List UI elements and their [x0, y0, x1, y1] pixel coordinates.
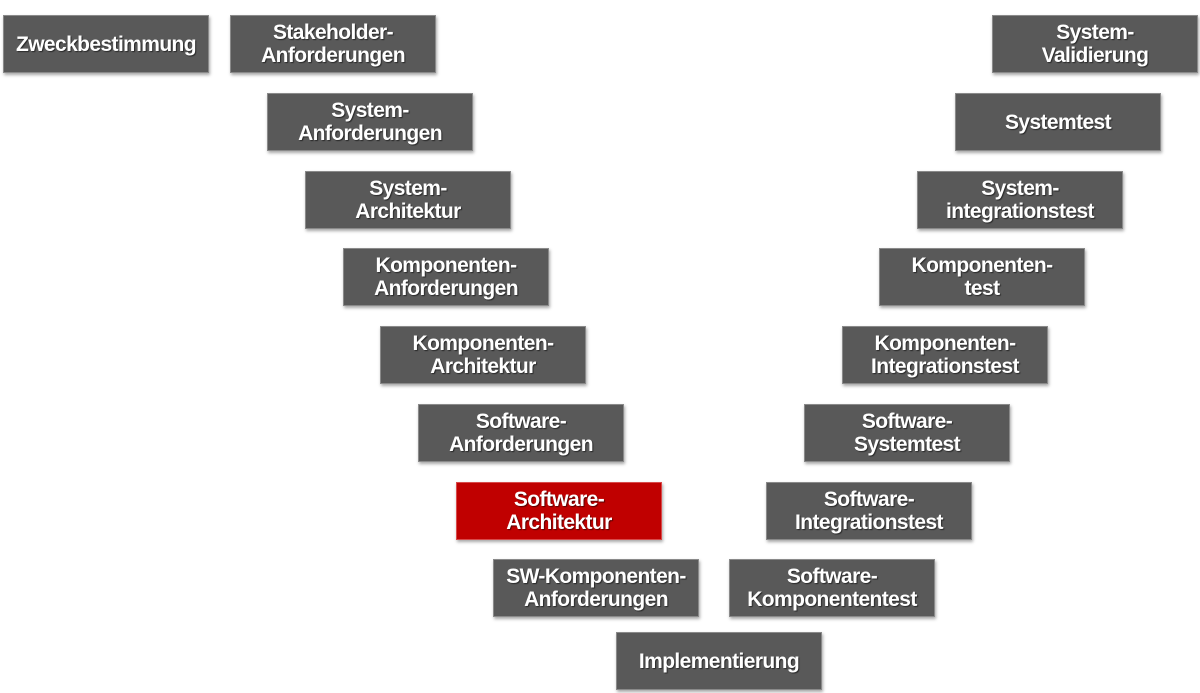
box-komponenten-anforderungen[interactable]: Komponenten- Anforderungen — [343, 248, 549, 306]
box-system-anforderungen[interactable]: System- Anforderungen — [267, 93, 473, 151]
box-software-anforderungen[interactable]: Software- Anforderungen — [418, 404, 624, 462]
box-label: Komponenten- Integrationstest — [871, 332, 1020, 378]
box-komponenten-integrationstest[interactable]: Komponenten- Integrationstest — [842, 326, 1048, 384]
box-komponenten-architektur[interactable]: Komponenten- Architektur — [380, 326, 586, 384]
box-label: Implementierung — [638, 649, 800, 673]
box-sw-komponenten-anforderungen[interactable]: SW-Komponenten- Anforderungen — [493, 559, 699, 617]
box-label: Software- Komponententest — [747, 565, 917, 611]
box-system-architektur[interactable]: System- Architektur — [305, 171, 511, 229]
box-label: Stakeholder- Anforderungen — [261, 21, 405, 67]
box-label: System- Architektur — [355, 177, 461, 223]
box-label: Zweckbestimmung — [15, 32, 197, 56]
box-system-integrationstest[interactable]: System- integrationstest — [917, 171, 1123, 229]
box-zweckbestimmung[interactable]: Zweckbestimmung — [3, 15, 209, 73]
box-label: System- integrationstest — [946, 177, 1095, 223]
box-implementierung[interactable]: Implementierung — [616, 632, 822, 690]
box-system-validierung[interactable]: System- Validierung — [992, 15, 1198, 73]
box-stakeholder-anforderungen[interactable]: Stakeholder- Anforderungen — [230, 15, 436, 73]
box-label: Komponenten- Anforderungen — [374, 254, 518, 300]
box-software-integrationstest[interactable]: Software- Integrationstest — [766, 482, 972, 540]
box-label: System- Anforderungen — [298, 99, 442, 145]
box-software-architektur[interactable]: Software- Architektur — [456, 482, 662, 540]
box-label: System- Validierung — [1041, 21, 1149, 67]
box-label: Software- Architektur — [506, 488, 612, 534]
box-label: Software- Anforderungen — [449, 410, 593, 456]
box-komponententest[interactable]: Komponenten- test — [879, 248, 1085, 306]
box-label: Systemtest — [1004, 110, 1112, 134]
box-label: Software- Integrationstest — [795, 488, 944, 534]
box-label: Komponenten- test — [911, 254, 1054, 300]
box-label: Komponenten- Architektur — [412, 332, 555, 378]
box-label: Software- Systemtest — [853, 410, 961, 456]
box-systemtest[interactable]: Systemtest — [955, 93, 1161, 151]
box-software-komponententest[interactable]: Software- Komponententest — [729, 559, 935, 617]
box-software-systemtest[interactable]: Software- Systemtest — [804, 404, 1010, 462]
box-label: SW-Komponenten- Anforderungen — [506, 565, 686, 611]
